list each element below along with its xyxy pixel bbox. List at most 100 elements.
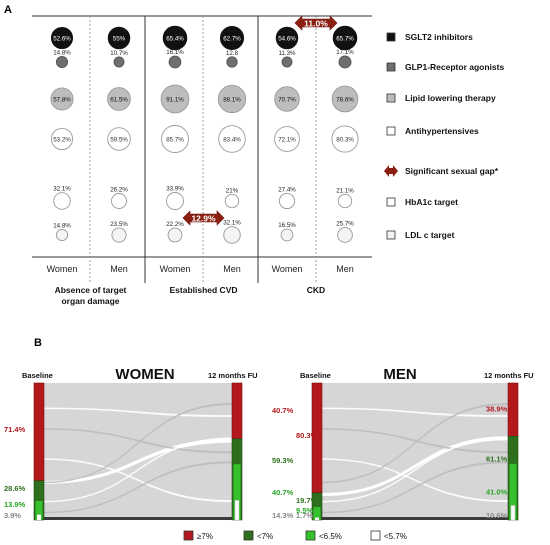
legend-swatch xyxy=(386,32,396,42)
bubble xyxy=(162,25,188,51)
group-label: organ damage xyxy=(61,296,119,306)
baseline-value-label: 28.6% xyxy=(4,484,26,493)
fu-value-label: 61.1% xyxy=(486,454,508,463)
sexual-gap-value: 11.0% xyxy=(304,18,328,28)
sex-tick-label: Women xyxy=(272,264,303,274)
legend-swatch xyxy=(386,62,396,72)
panel-b-legend: ≥7%<7%<6.5%<5.7% xyxy=(183,530,407,541)
legend-label: Significant sexual gap* xyxy=(405,166,499,176)
bubble-value-label: 61.5% xyxy=(110,96,128,103)
flow-strand xyxy=(322,461,508,514)
legend-swatch xyxy=(243,530,254,541)
bubble-value-label: 12.8 xyxy=(226,50,239,57)
sex-tick-label: Women xyxy=(160,264,191,274)
bubble xyxy=(111,227,127,243)
legend-swatch xyxy=(386,230,396,240)
flow-strand xyxy=(322,428,508,454)
baseline-value-label: 1.7% xyxy=(296,511,313,520)
group-label: CKD xyxy=(307,285,325,295)
panel-a-frame xyxy=(32,15,372,283)
bubble-value-label: 57.8% xyxy=(53,96,71,103)
bubble xyxy=(50,127,74,151)
bubble xyxy=(331,85,359,113)
bubble xyxy=(338,55,352,69)
bubble-value-label: 59.5% xyxy=(110,136,128,143)
bubble xyxy=(337,227,353,243)
legend-label: <5.7% xyxy=(384,532,407,541)
bubble-value-label: 11.3% xyxy=(278,50,296,57)
flow-strand xyxy=(44,437,232,503)
bubble-value-label: 83.4% xyxy=(223,136,241,143)
bubble-value-label: 27.4% xyxy=(278,186,296,193)
flow-strand xyxy=(44,517,232,520)
bubble xyxy=(218,125,246,153)
flow-gap xyxy=(44,438,232,484)
flow-strand xyxy=(322,458,508,503)
bubble xyxy=(111,193,127,209)
baseline-value-label: 19.7% xyxy=(296,496,318,505)
flow-strand xyxy=(44,407,232,418)
bubble-value-label: 62.7% xyxy=(223,35,241,42)
bubble xyxy=(226,56,238,68)
bubble xyxy=(275,26,299,50)
bubble-value-label: 10.7% xyxy=(110,50,128,57)
bubble xyxy=(332,25,358,51)
bubble xyxy=(50,87,74,111)
bubble xyxy=(274,86,300,112)
baseline-bar-segment xyxy=(313,506,321,520)
flow-strand xyxy=(322,403,508,484)
fu-bar-segment xyxy=(509,463,517,520)
sex-tick-label: Men xyxy=(110,264,128,274)
bubble xyxy=(274,126,300,152)
bubble-value-label: 16.1% xyxy=(166,49,184,56)
bubble-value-label: 91.1% xyxy=(166,96,184,103)
legend-gap-arrow-icon xyxy=(384,165,398,177)
bubble-value-label: 32.1% xyxy=(53,186,71,193)
baseline-bar-segment xyxy=(33,382,45,482)
fu-label: 12 months FU xyxy=(208,371,258,380)
bubble xyxy=(53,192,71,210)
bubble-value-label: 88.1% xyxy=(223,96,241,103)
bubble-value-label: 55% xyxy=(113,35,126,42)
bubble xyxy=(331,125,359,153)
baseline-value-label: 9.5% xyxy=(296,506,313,515)
bubble xyxy=(219,25,245,51)
legend-label: HbA1c target xyxy=(405,197,458,207)
panel-a-label: A xyxy=(4,4,12,16)
fu-value-label: 59.3% xyxy=(272,456,294,465)
fu-bar-segment xyxy=(510,505,516,521)
legend-label: ≥7% xyxy=(197,532,213,541)
bubble xyxy=(168,55,182,69)
baseline-value-label: 71.4% xyxy=(4,425,26,434)
legend-label: <6.5% xyxy=(319,532,342,541)
bubble xyxy=(161,125,189,153)
fu-bar-segment xyxy=(233,464,241,520)
flow-strand xyxy=(44,458,232,503)
bubble-value-label: 23.5% xyxy=(110,221,128,228)
fu-value-label: 40.7% xyxy=(272,488,294,497)
bubble-value-label: 65.4% xyxy=(166,35,184,42)
bubble xyxy=(337,193,353,209)
group-label: Absence of target xyxy=(55,285,127,295)
bubble-value-label: 72.1% xyxy=(278,136,296,143)
alluvial-title: MEN xyxy=(383,366,416,383)
baseline-value-label: 3.9% xyxy=(4,511,21,520)
bubble-value-label: 78.6% xyxy=(336,96,354,103)
bubble-value-label: 53.2% xyxy=(53,136,71,143)
bubble-value-label: 54.6% xyxy=(278,35,296,42)
bubble-value-label: 14.8% xyxy=(53,49,71,56)
sexual-gap-arrow xyxy=(294,15,338,31)
legend-label: Antihypertensives xyxy=(405,126,479,136)
bubble-value-label: 65.7% xyxy=(336,35,354,42)
flow-strand xyxy=(44,403,232,484)
sexual-gap-value: 12.9% xyxy=(191,213,216,223)
sex-tick-label: Men xyxy=(336,264,354,274)
baseline-value-label: 80.3% xyxy=(296,431,318,440)
